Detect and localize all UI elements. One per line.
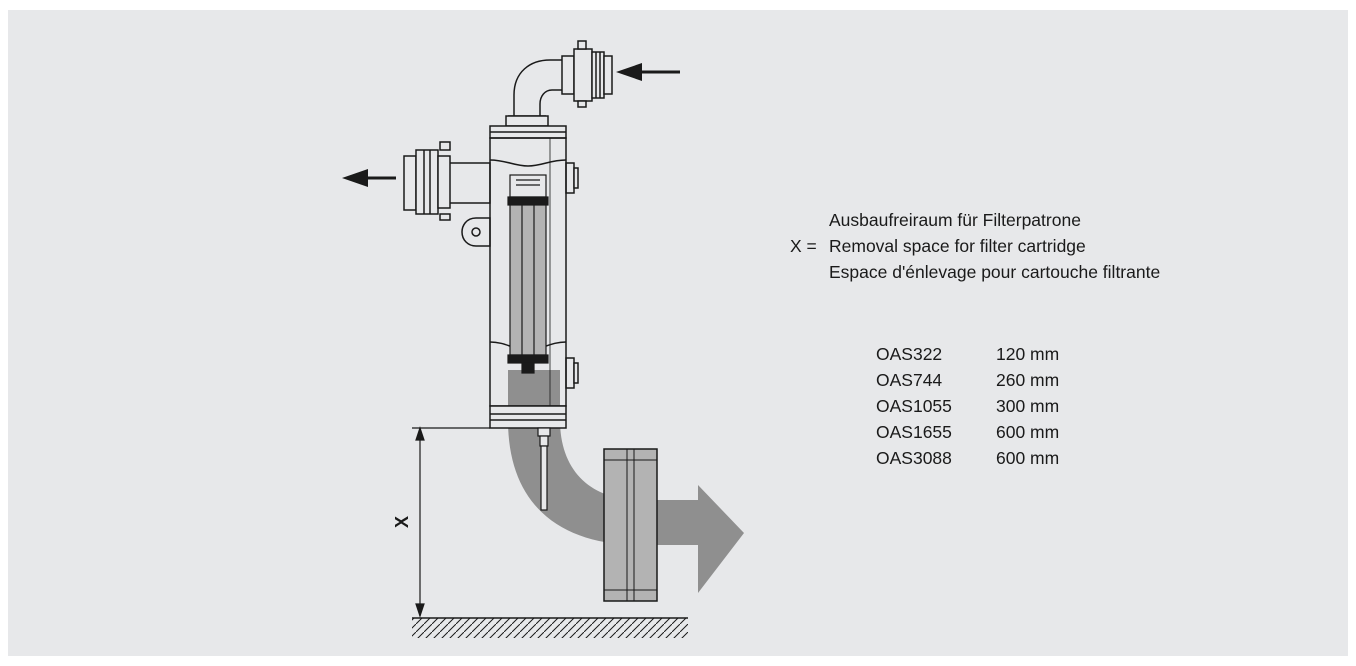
diagram-panel bbox=[8, 10, 1348, 656]
mounting-lug bbox=[461, 217, 491, 247]
model-name: OAS1055 bbox=[876, 396, 952, 416]
legend-line-de: Ausbaufreiraum für Filterpatrone bbox=[829, 210, 1081, 230]
removal-path-arrow bbox=[508, 370, 744, 593]
legend-line-fr: Espace d'énlevage pour cartouche filtran… bbox=[829, 262, 1161, 282]
model-name: OAS3088 bbox=[876, 448, 952, 468]
table-row: OAS1055 300 mm bbox=[876, 393, 1059, 419]
model-name: OAS1655 bbox=[876, 422, 952, 442]
side-bosses bbox=[565, 162, 579, 389]
inlet-elbow-pipe bbox=[505, 59, 573, 127]
model-name: OAS322 bbox=[876, 344, 943, 364]
inlet-flange bbox=[561, 40, 613, 108]
table-row: OAS322 120 mm bbox=[876, 341, 1059, 367]
model-space-table: OAS322 120 mm OAS744 260 mm OAS1055 300 … bbox=[876, 341, 1059, 471]
model-space: 600 mm bbox=[996, 448, 1060, 468]
floor-hatching bbox=[412, 617, 688, 638]
table-row: OAS744 260 mm bbox=[876, 367, 1059, 393]
removal-space-legend: Ausbaufreiraum für Filterpatrone X = Rem… bbox=[790, 207, 1160, 285]
outlet-flange bbox=[403, 141, 491, 221]
removed-cartridge bbox=[603, 448, 658, 602]
model-space: 300 mm bbox=[996, 396, 1060, 416]
outlet-arrow bbox=[342, 169, 396, 187]
table-row: OAS3088 600 mm bbox=[876, 445, 1059, 471]
dimension-x-label: X bbox=[392, 516, 412, 528]
legend-prefix: X = bbox=[790, 236, 817, 256]
table-row: OAS1655 600 mm bbox=[876, 419, 1059, 445]
model-space: 600 mm bbox=[996, 422, 1060, 442]
filter-housing bbox=[489, 125, 567, 429]
legend-line-en: X = Removal space for filter cartridge bbox=[790, 233, 1160, 259]
filter-cartridge bbox=[507, 174, 549, 374]
dimension-x bbox=[412, 426, 490, 618]
model-name: OAS744 bbox=[876, 370, 943, 390]
inlet-arrow bbox=[616, 63, 680, 81]
model-space: 260 mm bbox=[996, 370, 1060, 390]
drain-valve bbox=[537, 427, 551, 511]
model-space: 120 mm bbox=[996, 344, 1060, 364]
